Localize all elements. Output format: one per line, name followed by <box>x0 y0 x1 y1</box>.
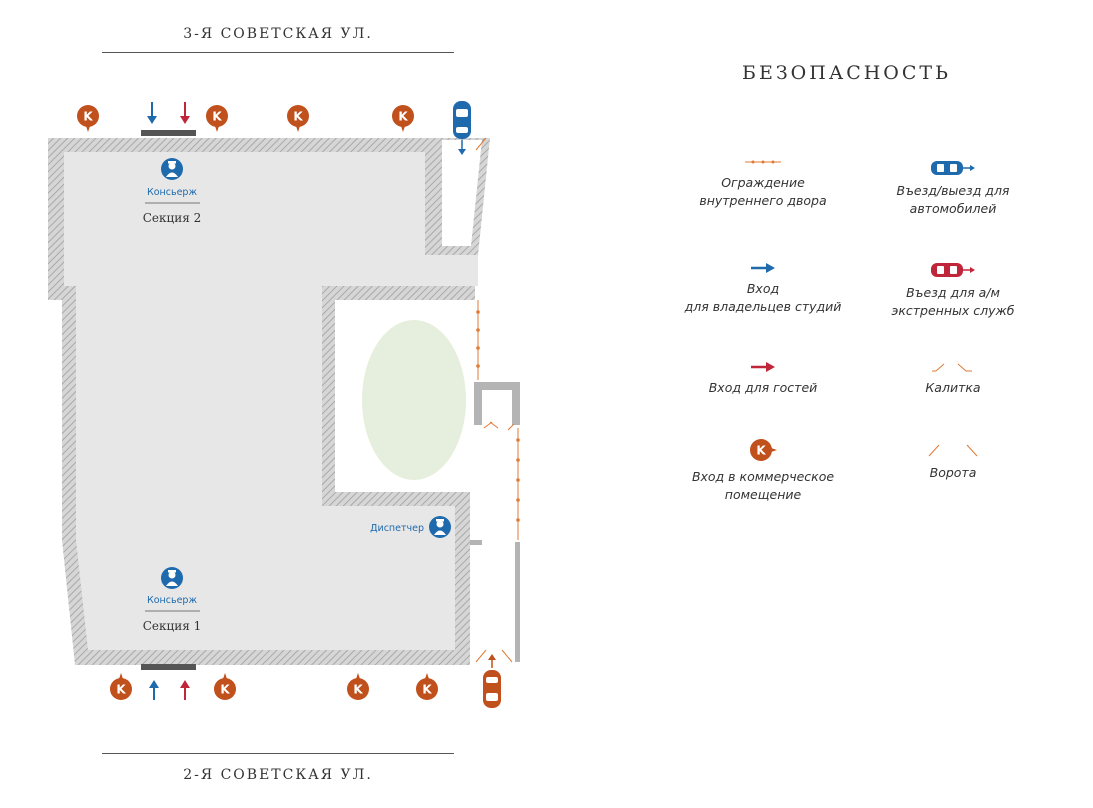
street-line-top <box>102 52 454 53</box>
wicket-gate-2 <box>507 423 515 431</box>
commercial-entry-marker: K <box>287 105 309 132</box>
commercial-entry-marker: K <box>416 673 438 700</box>
svg-text:K: K <box>756 444 766 458</box>
legend-item-gate: Ворота <box>858 442 1048 482</box>
legend-title: БЕЗОПАСНОСТЬ <box>742 62 951 84</box>
legend-item-guest-entry: Вход для гостей <box>668 361 858 397</box>
courtyard-fence <box>476 300 520 540</box>
guest-entry-arrow-top <box>180 102 190 124</box>
fence-line-icon <box>745 160 781 164</box>
concierge-icon <box>161 567 183 589</box>
guest-entry-arrow-icon <box>751 362 775 372</box>
owner-entry-arrow-bottom <box>149 680 159 700</box>
gate-icon <box>928 444 978 457</box>
car-entry-icon <box>453 101 471 155</box>
svg-text:K: K <box>220 683 230 697</box>
section-1-label: Секция 1 <box>143 619 202 633</box>
street-line-bottom <box>102 753 454 754</box>
street-name-top: 3-Я СОВЕТСКАЯ УЛ. <box>183 26 373 42</box>
commercial-entry-icon: K <box>750 439 777 461</box>
owner-entry-arrow-icon <box>751 263 775 273</box>
svg-text:K: K <box>422 683 432 697</box>
svg-text:K: K <box>83 110 93 124</box>
section-2-doorway <box>141 130 196 136</box>
commercial-entry-marker: K <box>110 673 132 700</box>
dispatcher-icon <box>429 516 451 538</box>
svg-text:K: K <box>398 110 408 124</box>
gate-post-left <box>470 540 482 545</box>
gate-top <box>475 137 487 151</box>
dispatcher-label: Диспетчер <box>370 523 424 534</box>
security-booth <box>474 382 520 425</box>
wicket-gate-icon <box>932 363 972 372</box>
commercial-entry-marker: K <box>392 105 414 132</box>
concierge-label: Консьерж <box>147 595 197 606</box>
garden-lawn <box>362 320 466 480</box>
legend-item-wicket: Калитка <box>858 361 1048 397</box>
car-entry-icon <box>483 654 501 708</box>
floor-plan: K K K K K K K K <box>48 101 520 708</box>
street-name-bottom: 2-Я СОВЕТСКАЯ УЛ. <box>183 767 373 783</box>
svg-text:K: K <box>353 683 363 697</box>
driveway-lane <box>442 140 482 246</box>
wicket-gate <box>483 421 499 429</box>
gate-post-right <box>515 542 520 662</box>
guest-entry-arrow-bottom <box>180 680 190 700</box>
svg-text:K: K <box>212 110 222 124</box>
owner-entry-arrow-top <box>147 102 157 124</box>
commercial-entry-marker: K <box>214 673 236 700</box>
concierge-label: Консьерж <box>147 187 197 198</box>
gate-bottom <box>475 649 513 663</box>
emergency-car-icon <box>931 263 975 277</box>
car-entry-icon <box>931 161 975 175</box>
commercial-entry-marker: K <box>206 105 228 132</box>
section-2-label: Секция 2 <box>143 211 202 225</box>
svg-text:K: K <box>116 683 126 697</box>
concierge-icon <box>161 158 183 180</box>
building-interior <box>64 152 478 650</box>
commercial-entry-marker: K <box>347 673 369 700</box>
section-1-doorway <box>141 664 196 670</box>
svg-text:K: K <box>293 110 303 124</box>
commercial-entry-marker: K <box>77 105 99 132</box>
